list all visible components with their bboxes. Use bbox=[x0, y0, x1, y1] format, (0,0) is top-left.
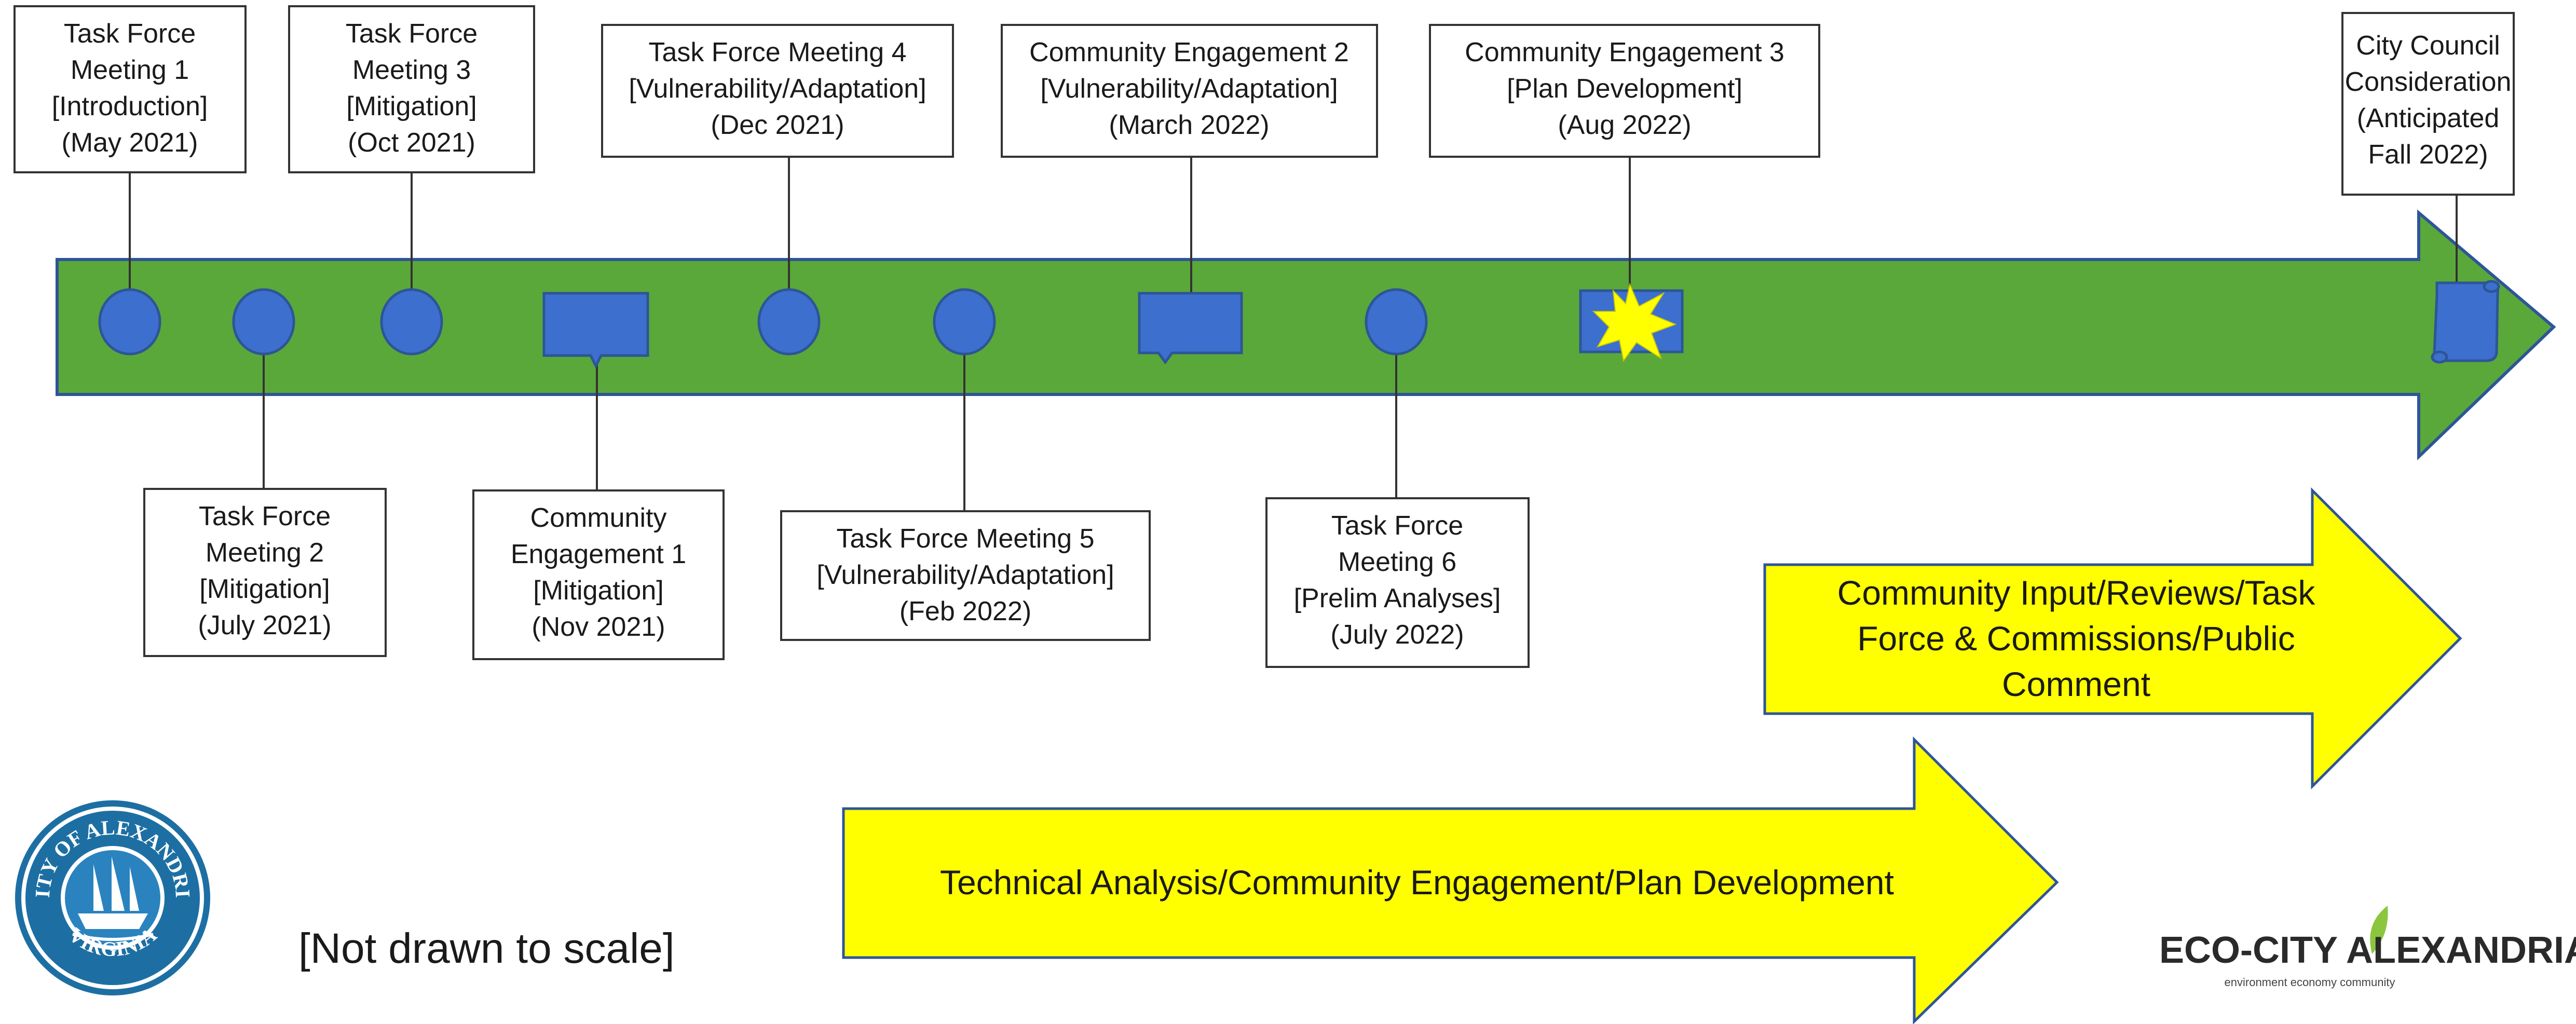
label-community-engagement-1: Community bbox=[530, 503, 667, 533]
label-task-force-6: (July 2022) bbox=[1330, 620, 1464, 650]
label-task-force-1: (May 2021) bbox=[62, 128, 198, 158]
svg-text:ECO-CITY ALEXANDRIA: ECO-CITY ALEXANDRIA bbox=[2159, 930, 2576, 971]
label-task-force-5: [Vulnerability/Adaptation] bbox=[816, 560, 1114, 590]
eco-city-logo: ECO-CITY ALEXANDRIA environment economy … bbox=[2159, 906, 2576, 989]
box-task-force-2 bbox=[143, 488, 387, 657]
box-task-force-1 bbox=[13, 5, 247, 173]
label-task-force-4: Task Force Meeting 4 bbox=[648, 37, 906, 67]
box-task-force-3 bbox=[288, 5, 535, 173]
timeline-arrow bbox=[56, 209, 2556, 461]
label-community-engagement-2: [Vulnerability/Adaptation] bbox=[1040, 74, 1338, 104]
label-task-force-6: Meeting 6 bbox=[1338, 547, 1456, 577]
marker-community-engagement-1 bbox=[542, 292, 649, 369]
label-boxes-top bbox=[13, 5, 2515, 196]
top-connectors bbox=[129, 157, 2458, 293]
label-task-force-3: Task Force bbox=[346, 19, 478, 49]
label-task-force-2: [Mitigation] bbox=[199, 574, 330, 604]
label-task-force-6: [Prelim Analyses] bbox=[1294, 583, 1501, 613]
label-city-council: Fall 2022) bbox=[2368, 140, 2488, 170]
marker-task-force-5 bbox=[933, 288, 996, 356]
label-community-engagement-2: (March 2022) bbox=[1109, 110, 1269, 140]
label-task-force-1: Task Force bbox=[64, 19, 196, 49]
label-community-engagement-3: Community Engagement 3 bbox=[1465, 37, 1784, 67]
label-city-council: Consideration bbox=[2345, 67, 2512, 97]
label-task-force-4: [Vulnerability/Adaptation] bbox=[629, 74, 926, 104]
label-community-engagement-2: Community Engagement 2 bbox=[1029, 37, 1349, 67]
marker-community-engagement-2 bbox=[1138, 292, 1243, 365]
label-city-council: City Council bbox=[2356, 31, 2500, 61]
svg-text:environment economy community: environment economy community bbox=[2225, 976, 2395, 989]
label-boxes-bottom bbox=[143, 488, 1530, 668]
box-city-council bbox=[2341, 12, 2515, 196]
label-task-force-3: [Mitigation] bbox=[346, 91, 476, 121]
technical-analysis-arrow bbox=[842, 736, 2059, 1024]
leaf-icon bbox=[2370, 906, 2388, 954]
label-community-engagement-3: [Plan Development] bbox=[1507, 74, 1742, 104]
marker-task-force-1 bbox=[98, 288, 161, 356]
label-task-force-6: Task Force bbox=[1331, 511, 1463, 541]
label-community-engagement-1: Engagement 1 bbox=[511, 539, 686, 569]
community-input-label: Force & Commissions/Public bbox=[1857, 619, 2295, 658]
label-task-force-1: Meeting 1 bbox=[71, 55, 189, 85]
bottom-connectors bbox=[263, 353, 1397, 511]
box-task-force-5 bbox=[780, 510, 1151, 641]
label-task-force-5: (Feb 2022) bbox=[899, 596, 1031, 626]
marker-task-force-3 bbox=[380, 288, 443, 356]
ship-icon bbox=[78, 913, 148, 929]
label-task-force-4: (Dec 2021) bbox=[711, 110, 844, 140]
label-community-engagement-3: (Aug 2022) bbox=[1558, 110, 1691, 140]
label-community-engagement-1: [Mitigation] bbox=[533, 576, 663, 606]
box-community-engagement-3 bbox=[1429, 24, 1820, 158]
label-task-force-2: Meeting 2 bbox=[206, 538, 324, 568]
community-input-label: Community Input/Reviews/Task bbox=[1837, 574, 2316, 612]
label-community-engagement-1: (Nov 2021) bbox=[531, 612, 665, 642]
community-input-arrow bbox=[1763, 487, 2462, 790]
box-community-engagement-1 bbox=[472, 489, 725, 660]
label-task-force-3: Meeting 3 bbox=[352, 55, 471, 85]
box-community-engagement-2 bbox=[1001, 24, 1378, 158]
marker-task-force-6 bbox=[1365, 288, 1428, 356]
label-task-force-2: Task Force bbox=[199, 501, 331, 531]
community-input-label: Comment bbox=[2002, 665, 2150, 703]
label-task-force-2: (July 2021) bbox=[198, 610, 331, 640]
scroll-icon bbox=[2431, 280, 2500, 364]
technical-analysis-label: Technical Analysis/Community Engagement/… bbox=[940, 863, 1894, 902]
label-task-force-3: (Oct 2021) bbox=[348, 128, 475, 158]
marker-task-force-2 bbox=[232, 288, 295, 356]
marker-task-force-4 bbox=[757, 288, 821, 356]
label-city-council: (Anticipated bbox=[2357, 103, 2500, 133]
label-task-force-5: Task Force Meeting 5 bbox=[836, 524, 1094, 554]
not-to-scale-note: [Not drawn to scale] bbox=[298, 925, 675, 972]
label-task-force-1: [Introduction] bbox=[52, 91, 208, 121]
box-task-force-6 bbox=[1265, 497, 1530, 668]
burst-icon bbox=[1592, 282, 1677, 362]
box-task-force-4 bbox=[601, 24, 954, 158]
